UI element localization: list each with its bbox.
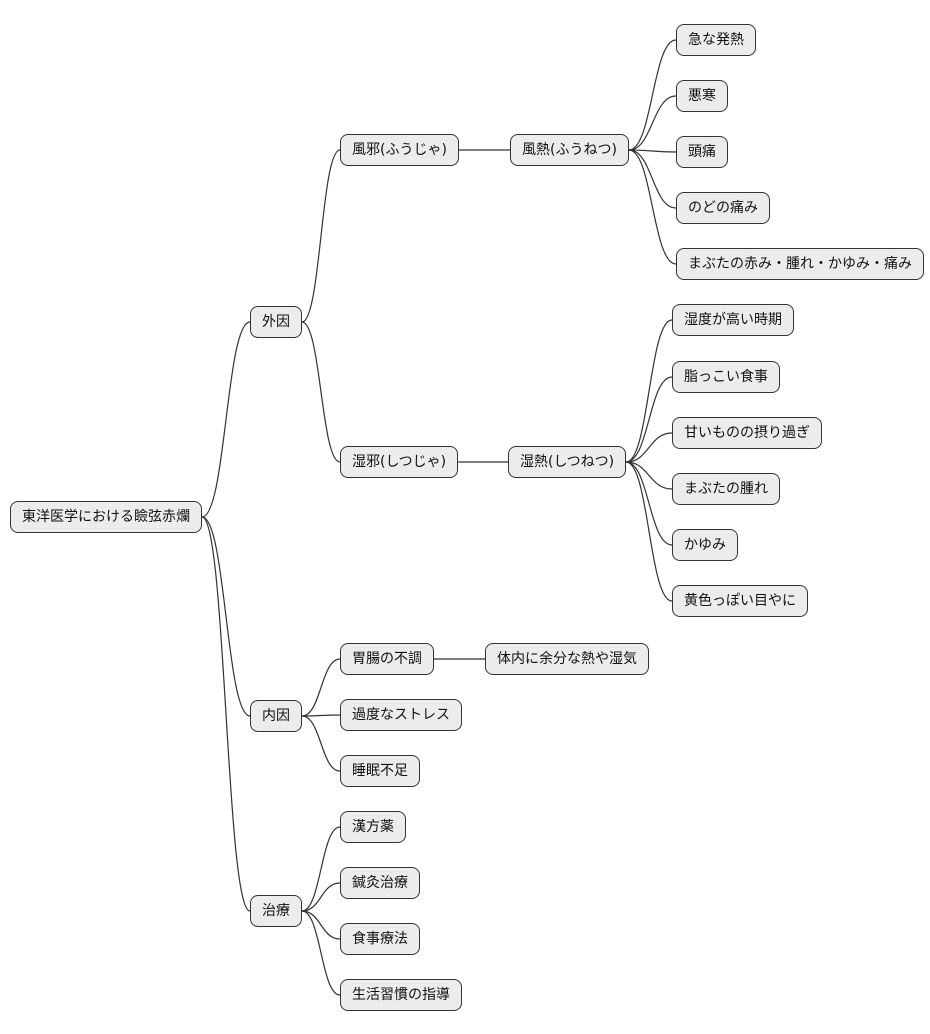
node-eyelid-swelling: まぶたの腫れ [672,473,780,505]
edge-connector [301,715,341,772]
node-excess-stress: 過度なストレス [340,699,462,731]
edge-connector [301,321,341,463]
edge-connector [625,461,673,546]
edge-connector [201,516,251,717]
node-oily-food: 脂っこい食事 [672,361,780,393]
node-headache: 頭痛 [676,136,728,168]
edge-connector [301,149,341,323]
node-wind-pathogen: 風邪(ふうじゃ) [340,134,459,166]
node-lifestyle-guidance: 生活習慣の指導 [340,979,462,1011]
edge-connector [201,516,251,912]
node-root: 東洋医学における瞼弦赤爛 [10,501,202,533]
node-treatment: 治療 [250,895,302,927]
edge-connector [626,432,673,463]
node-damp-heat: 湿熱(しつねつ) [508,446,627,478]
edge-connector [301,910,341,996]
node-acupuncture-treatment: 鍼灸治療 [340,867,420,899]
node-itching: かゆみ [672,529,738,561]
node-too-much-sweets: 甘いものの摂り過ぎ [672,417,822,449]
node-kampo-medicine: 漢方薬 [340,811,406,843]
node-lack-of-sleep: 睡眠不足 [340,755,420,787]
edge-connector [625,461,673,602]
edge-connector [628,149,677,265]
node-wind-heat: 風熱(ふうねつ) [510,134,629,166]
edge-connector [625,319,673,463]
edge-connector [628,149,677,209]
node-excess-heat-and-moisture: 体内に余分な熱や湿気 [485,643,649,675]
node-internal-factor: 内因 [250,700,302,732]
edge-connector [628,149,677,153]
edge-connector [201,321,251,518]
node-sore-throat: のどの痛み [676,192,770,224]
node-humid-period: 湿度が高い時期 [672,304,794,336]
edge-connector [625,376,673,463]
edge-connector [301,714,341,717]
edge-connector [301,658,341,717]
node-diet-therapy: 食事療法 [340,923,420,955]
edge-connector [301,910,341,940]
node-external-factor: 外因 [250,306,302,338]
edge-connector [628,95,677,151]
node-sudden-fever: 急な発熱 [676,24,756,56]
node-gastrointestinal-trouble: 胃腸の不調 [340,643,434,675]
edge-connector [626,461,673,490]
node-damp-pathogen: 湿邪(しつじゃ) [340,446,459,478]
node-chills: 悪寒 [676,80,728,112]
edge-connector [628,39,677,151]
node-yellowish-eye-discharge: 黄色っぽい目やに [672,585,808,617]
node-eyelid-redness-swelling-itch-pain: まぶたの赤み・腫れ・かゆみ・痛み [676,248,924,280]
edge-connector [301,882,341,912]
edge-connector [301,826,341,912]
